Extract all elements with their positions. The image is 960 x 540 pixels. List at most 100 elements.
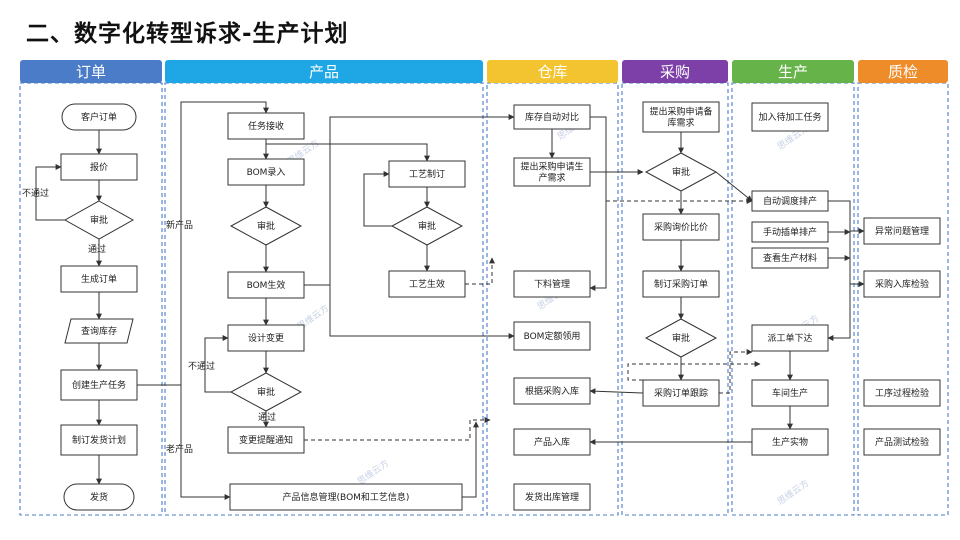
- process-box: [227, 271, 305, 299]
- node-create_order: 生成订单: [60, 265, 138, 293]
- process-box: [513, 157, 591, 187]
- node-label: 发货: [90, 491, 108, 503]
- node-label: 采购询价比价: [654, 221, 708, 233]
- flow-arrow: [180, 385, 231, 500]
- flow-arrow: [465, 257, 495, 285]
- lane-production-frame: [731, 82, 855, 516]
- node-label: 异常问题管理: [875, 225, 929, 237]
- node-label: 工艺生效: [409, 278, 445, 290]
- watermark-text: 思维云方: [775, 477, 811, 507]
- lane-purchase-label: 采购: [660, 63, 690, 81]
- node-label: 采购订单跟踪: [654, 387, 708, 399]
- node-label: 报价: [90, 161, 108, 173]
- node-label: 客户订单: [81, 111, 117, 123]
- flow-arrow: [266, 143, 430, 162]
- node-routing: 工艺制订: [388, 160, 466, 188]
- node-label: 生成订单: [81, 273, 117, 285]
- node-abnormal: 异常问题管理: [863, 217, 941, 245]
- node-label: 制订发货计划: [72, 434, 126, 446]
- lane-order-label: 订单: [76, 63, 106, 81]
- edge-label-change_pass: 通过: [258, 411, 276, 423]
- flow-arrow: [137, 101, 269, 386]
- process-box: [227, 158, 305, 186]
- process-box: [751, 221, 829, 243]
- node-material_manage: 下料管理: [513, 270, 591, 298]
- lane-purchase-frame: [621, 82, 729, 516]
- page-title: 二、数字化转型诉求-生产计划: [26, 21, 349, 47]
- node-label: BOM生效: [247, 279, 286, 291]
- lane-order-header: [20, 60, 162, 83]
- node-label: 发货出库管理: [525, 491, 579, 503]
- node-label: 任务接收: [248, 120, 284, 132]
- node-label: 审批: [418, 220, 436, 232]
- node-label: 下料管理: [534, 278, 570, 290]
- node-purchase_order: 制订采购订单: [642, 270, 720, 298]
- node-label: 创建生产任务: [72, 379, 126, 391]
- flow-arrow: [204, 335, 231, 393]
- lane-qc-header: [858, 60, 948, 83]
- process-box: [642, 270, 720, 298]
- node-order_approve: 审批: [63, 200, 135, 240]
- lane-production-header: [732, 60, 854, 83]
- node-product_output: 生产实物: [751, 428, 829, 456]
- node-manual_insert: 手动插单排产: [751, 221, 829, 243]
- flow-arrow: [715, 171, 753, 202]
- node-check_stock: 查询库存: [64, 318, 134, 344]
- edge-label-order_reject: 不通过: [22, 187, 49, 199]
- flow-arrow: [589, 388, 644, 395]
- node-label: BOM录入: [247, 167, 286, 178]
- node-change_notice: 变更提醒通知: [227, 426, 305, 454]
- flow-arrow: [329, 285, 515, 339]
- node-label: BOM定额领用: [524, 330, 581, 342]
- process-box: [642, 379, 720, 407]
- process-box: [388, 160, 466, 188]
- process-box: [227, 426, 305, 454]
- flow-arrow: [304, 114, 515, 286]
- node-label: 产品入库: [534, 436, 570, 448]
- node-quote: 报价: [60, 153, 138, 181]
- flow-arrow: [627, 361, 761, 381]
- node-label: 产品信息管理(BOM和工艺信息): [283, 491, 410, 503]
- node-label: 查询库存: [81, 325, 117, 337]
- node-bom_effective: BOM生效: [227, 271, 305, 299]
- node-workshop: 车间生产: [751, 379, 829, 407]
- node-label: 自动调度排产: [763, 195, 817, 207]
- node-create_task: 创建生产任务: [60, 369, 138, 401]
- process-box: [227, 324, 305, 352]
- node-label: 提出采购申请生产需求: [520, 161, 583, 184]
- node-label: 加入待加工任务: [758, 111, 821, 123]
- process-box: [60, 424, 138, 456]
- node-label: 审批: [672, 332, 690, 344]
- lane-product-header: [165, 60, 483, 83]
- process-box: [60, 369, 138, 401]
- node-stock_compare: 库存自动对比: [513, 104, 591, 130]
- process-box: [751, 190, 829, 212]
- process-box: [751, 428, 829, 456]
- node-label: 工艺制订: [409, 168, 445, 180]
- node-label: 采购入库检验: [875, 278, 929, 290]
- node-routing_approve: 审批: [390, 206, 464, 246]
- process-box: [513, 321, 591, 351]
- node-label: 库存自动对比: [525, 111, 579, 123]
- node-routing_effective: 工艺生效: [388, 270, 466, 298]
- process-box: [513, 377, 591, 405]
- decision-diamond: [390, 206, 464, 246]
- lane-production-label: 生产: [778, 63, 808, 81]
- node-check_material: 查看生产材料: [751, 247, 829, 269]
- edge-label-old_product: 老产品: [166, 443, 193, 455]
- process-box: [751, 247, 829, 269]
- decision-diamond: [229, 206, 303, 246]
- node-bom_approve: 审批: [229, 206, 303, 246]
- lane-warehouse-header: [487, 60, 618, 83]
- lane-purchase-header: [622, 60, 728, 83]
- decision-diamond: [229, 372, 303, 412]
- node-product_info: 产品信息管理(BOM和工艺信息): [229, 483, 463, 511]
- process-box: [388, 270, 466, 298]
- process-box: [513, 483, 591, 511]
- node-change_approve: 审批: [229, 372, 303, 412]
- node-design_change: 设计变更: [227, 324, 305, 352]
- node-inquiry: 采购询价比价: [642, 213, 720, 241]
- process-box: [751, 324, 829, 352]
- node-ship_plan: 制订发货计划: [60, 424, 138, 456]
- process-box: [60, 153, 138, 181]
